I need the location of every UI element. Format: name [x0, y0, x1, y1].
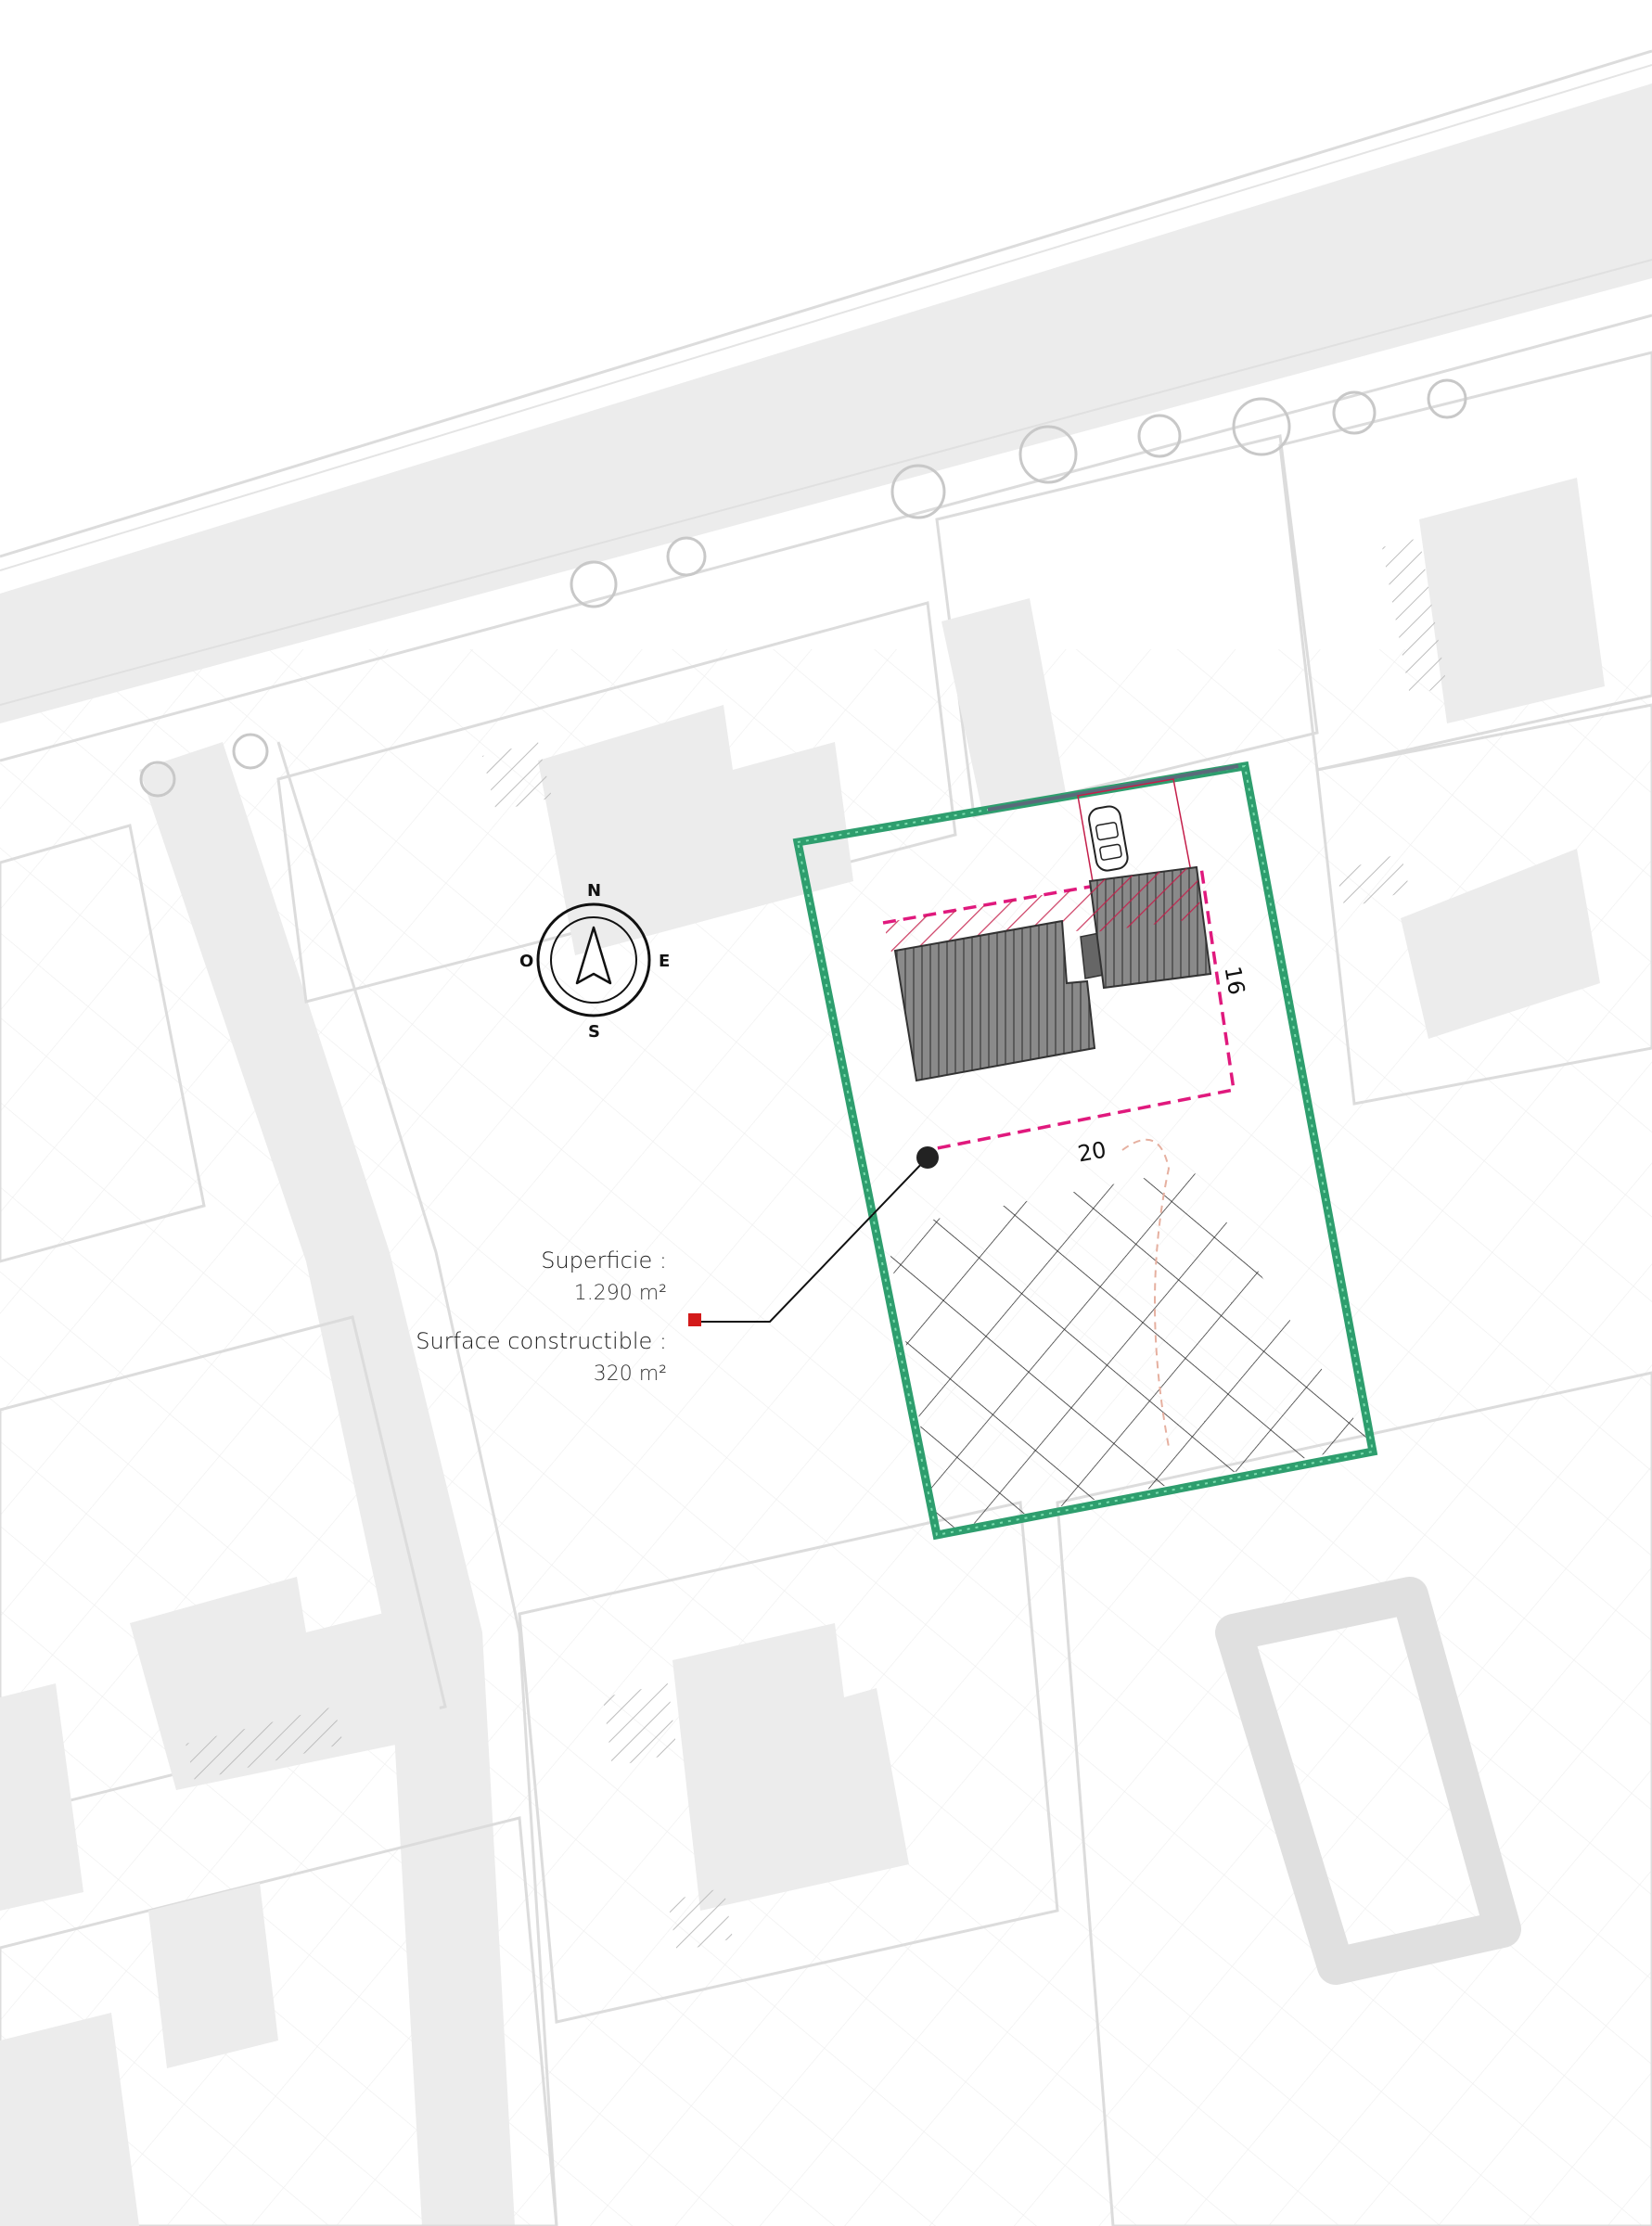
neighbour-buildings	[0, 478, 1605, 2226]
buildable-value: 320 m²	[593, 1362, 667, 1386]
garden-path	[1121, 1138, 1171, 1448]
area-label: Superficie :	[541, 1247, 667, 1273]
compass-o: O	[519, 952, 533, 971]
buildable-label: Surface constructible :	[416, 1328, 667, 1354]
compass-rose: N S E O	[519, 881, 670, 1042]
dimension-depth: 16	[1219, 965, 1249, 997]
dimension-width: 20	[1076, 1137, 1108, 1168]
side-road	[139, 742, 515, 2226]
label-marker	[688, 1313, 701, 1326]
house	[893, 865, 1212, 1082]
area-value: 1.290 m²	[573, 1282, 667, 1305]
leader-dot	[916, 1146, 939, 1169]
neighbour-carports	[186, 538, 1447, 1952]
car-icon	[1088, 805, 1129, 872]
compass-n: N	[587, 881, 601, 901]
buildable-zone	[882, 864, 1236, 1152]
neighbour-lots	[0, 351, 1652, 2226]
compass-s: S	[588, 1022, 600, 1042]
leader-line	[698, 1157, 928, 1323]
main-road	[0, 83, 1652, 723]
street-trees	[139, 378, 1467, 798]
plot-frontage	[987, 764, 1239, 812]
north-arrow-icon	[575, 926, 612, 985]
compass-e: E	[659, 952, 670, 971]
parking-ring	[1215, 1577, 1521, 1985]
